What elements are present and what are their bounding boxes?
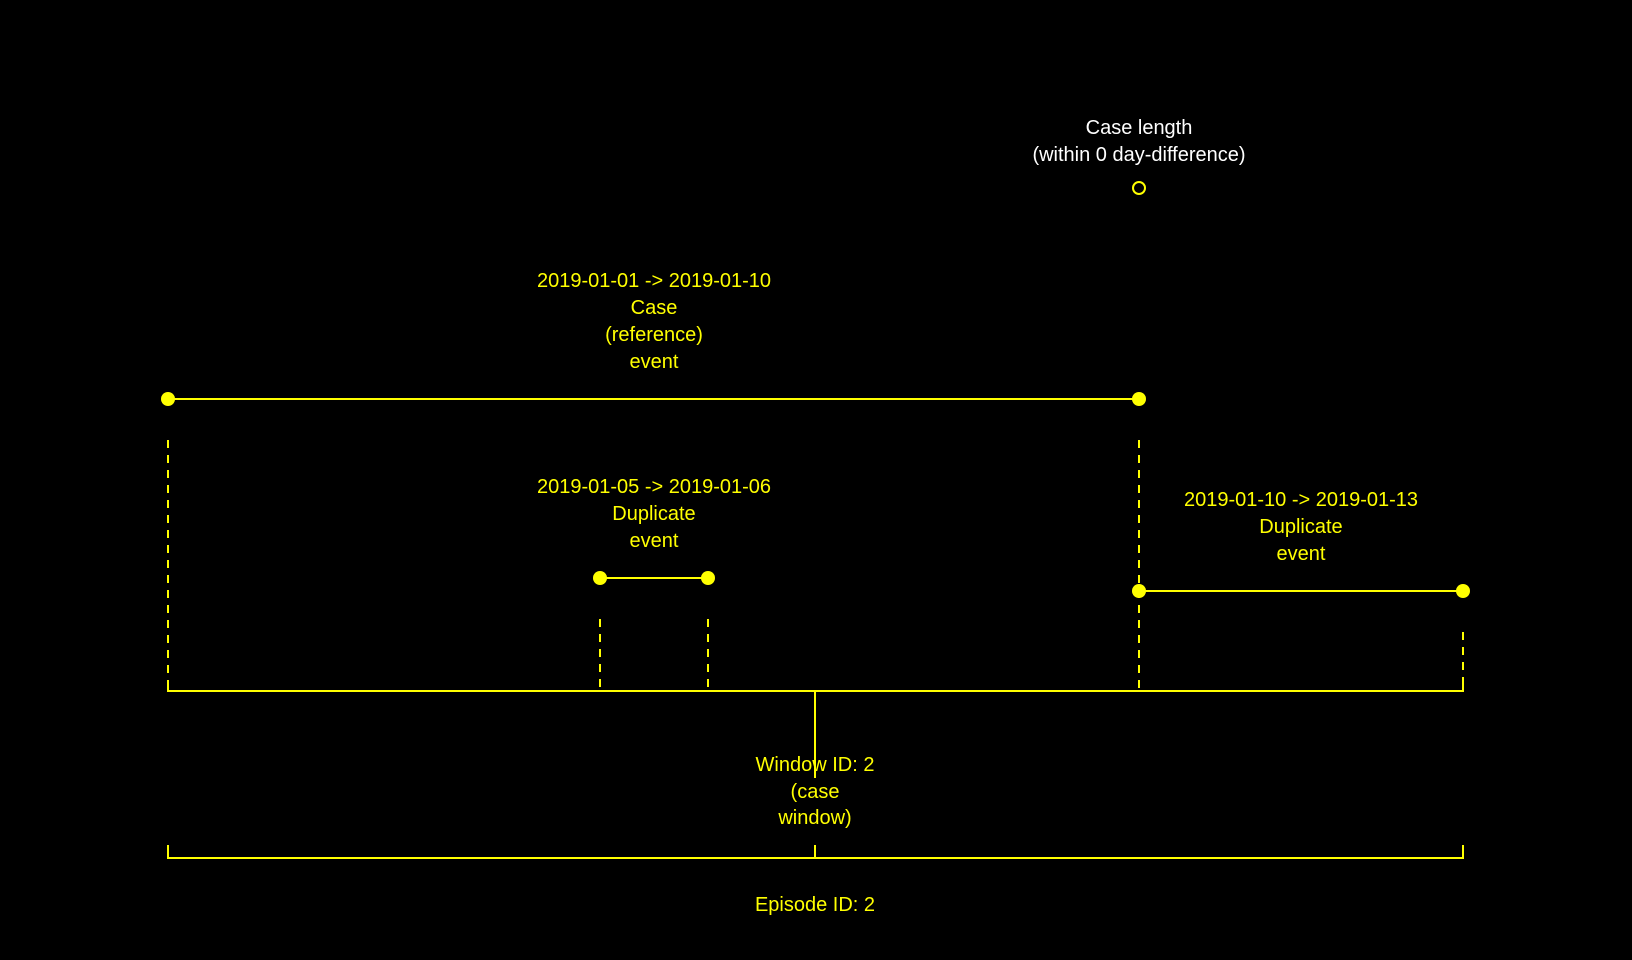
duplicate-event-1-label-line: event: [630, 530, 679, 552]
duplicate-event-2-range: 2019-01-10 -> 2019-01-13: [1184, 489, 1418, 511]
duplicate-event-1-start-point: [593, 571, 607, 585]
duplicate-event-1-label-line: Duplicate: [612, 503, 695, 525]
duplicate-event-1-end-point: [701, 571, 715, 585]
duplicate-event-2-label-line: Duplicate: [1259, 516, 1342, 538]
episode-bracket: Episode ID: 2: [167, 845, 1464, 916]
window-label-line: window): [777, 807, 851, 829]
episode-label: Episode ID: 2: [755, 894, 875, 916]
case-event-label-line: (reference): [605, 324, 703, 346]
case-length-subtitle: (within 0 day-difference): [1032, 144, 1245, 166]
case-length-annotation: Case length (within 0 day-difference): [1032, 117, 1246, 195]
case-event-range: 2019-01-01 -> 2019-01-10: [537, 270, 771, 292]
duplicate-event-1-range: 2019-01-05 -> 2019-01-06: [537, 476, 771, 498]
case-event-end-point: [1132, 392, 1146, 406]
case-length-title: Case length: [1086, 117, 1193, 139]
duplicate-event-2-end-point: [1456, 584, 1470, 598]
duplicate-event-2-start-point: [1132, 584, 1146, 598]
case-event-start-point: [161, 392, 175, 406]
duplicate-event-1: 2019-01-05 -> 2019-01-06 Duplicate event: [537, 476, 771, 690]
case-length-marker: [1132, 181, 1146, 195]
window-label-line: Window ID: 2: [756, 754, 875, 776]
case-event-label-line: event: [630, 351, 679, 373]
window-bracket: Window ID: 2 (case window): [167, 680, 1464, 829]
window-label-line: (case: [791, 781, 840, 803]
case-event: 2019-01-01 -> 2019-01-10 Case (reference…: [161, 270, 1146, 690]
duplicate-event-2-label-line: event: [1277, 543, 1326, 565]
case-event-label-line: Case: [631, 297, 678, 319]
